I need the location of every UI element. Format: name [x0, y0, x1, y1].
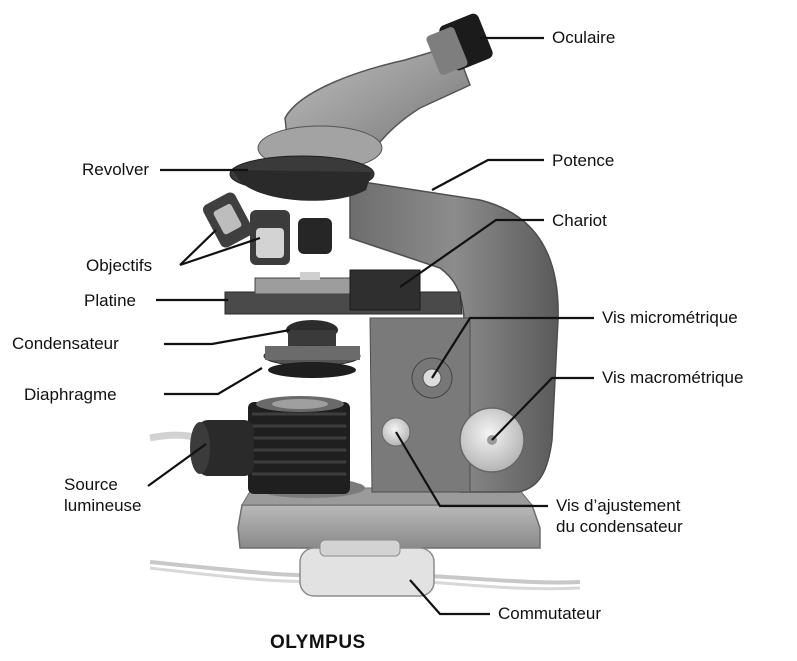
- brand-name: OLYMPUS: [270, 632, 366, 654]
- switch-box: [300, 540, 434, 596]
- label-revolver: Revolver: [82, 159, 149, 180]
- leader-diaphragme: [164, 368, 262, 394]
- label-vis-ajustement: Vis d’ajustement du condensateur: [556, 495, 683, 537]
- head-tube: [258, 12, 494, 170]
- label-source-lumineuse: Source lumineuse: [64, 474, 142, 516]
- label-vis-macrometrique: Vis macrométrique: [602, 367, 743, 388]
- label-commutateur: Commutateur: [498, 603, 601, 624]
- condenser-assembly: [264, 320, 360, 378]
- label-platine: Platine: [84, 290, 136, 311]
- light-source: [190, 396, 350, 494]
- nosepiece: [230, 156, 374, 201]
- label-diaphragme: Diaphragme: [24, 384, 117, 405]
- arm: [350, 180, 558, 492]
- label-potence: Potence: [552, 150, 614, 171]
- label-chariot: Chariot: [552, 210, 607, 231]
- objectives: [201, 190, 332, 265]
- stage-platform: [225, 270, 462, 314]
- leader-potence: [432, 160, 544, 190]
- label-vis-micrometrique: Vis micrométrique: [602, 307, 738, 328]
- label-objectifs: Objectifs: [86, 255, 152, 276]
- label-condensateur: Condensateur: [12, 333, 119, 354]
- leader-condensateur: [164, 330, 290, 344]
- label-oculaire: Oculaire: [552, 27, 615, 48]
